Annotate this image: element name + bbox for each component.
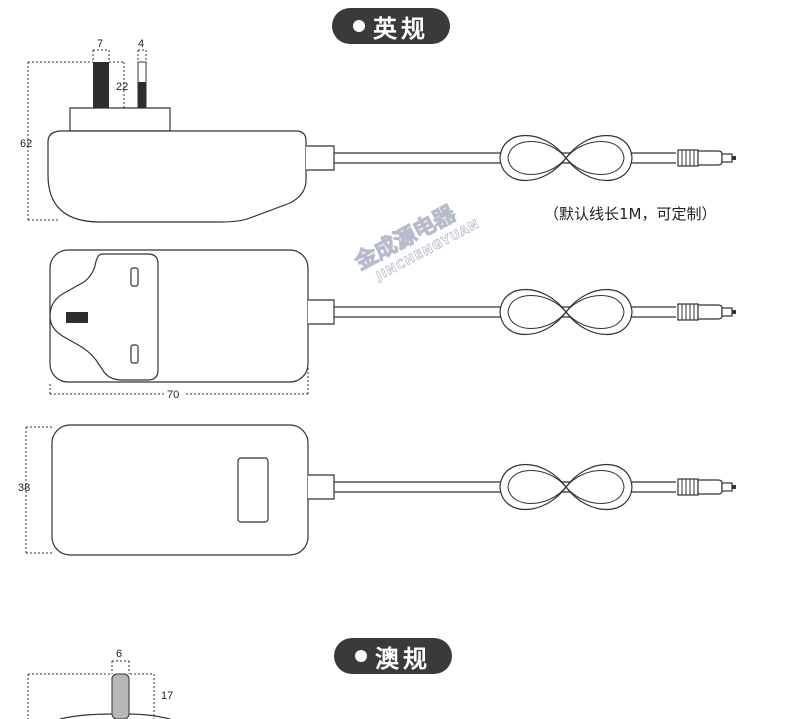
watermark: 金成源电器 JINCHENGYUAN (349, 200, 482, 284)
au-prong (111, 673, 130, 719)
adapter-back-view (25, 424, 737, 556)
section-title-uk-label: 英规 (373, 15, 429, 43)
socket-pin-top (130, 267, 139, 287)
dim-prong-thickness: 4 (138, 38, 144, 50)
prong-wide (93, 62, 109, 108)
section-title-au-label: 澳规 (375, 645, 431, 673)
dim-prong-width: 7 (97, 38, 103, 50)
dim-au-prong-length: 17 (161, 690, 173, 702)
adapter-side-view (27, 49, 737, 223)
socket-pin-bottom (130, 344, 139, 364)
cable-length-note: （默认线长1M，可定制） (544, 205, 717, 223)
dim-au-prong-width: 6 (116, 648, 122, 660)
dim-body-depth: 38 (18, 482, 30, 494)
bullet-dot-icon (353, 20, 365, 32)
prong-narrow (138, 82, 146, 108)
bullet-dot-icon (355, 650, 367, 662)
dim-prong-length: 22 (116, 81, 128, 93)
adapter-plug-face-view (49, 249, 737, 395)
label-panel (237, 457, 269, 523)
socket-pin-earth (66, 312, 88, 323)
au-adapter-side-view (27, 660, 171, 719)
section-title-uk: 英规 (332, 8, 450, 44)
section-title-au: 澳规 (334, 638, 452, 674)
dim-side-height: 62 (20, 138, 32, 150)
dim-body-length: 70 (167, 389, 179, 401)
